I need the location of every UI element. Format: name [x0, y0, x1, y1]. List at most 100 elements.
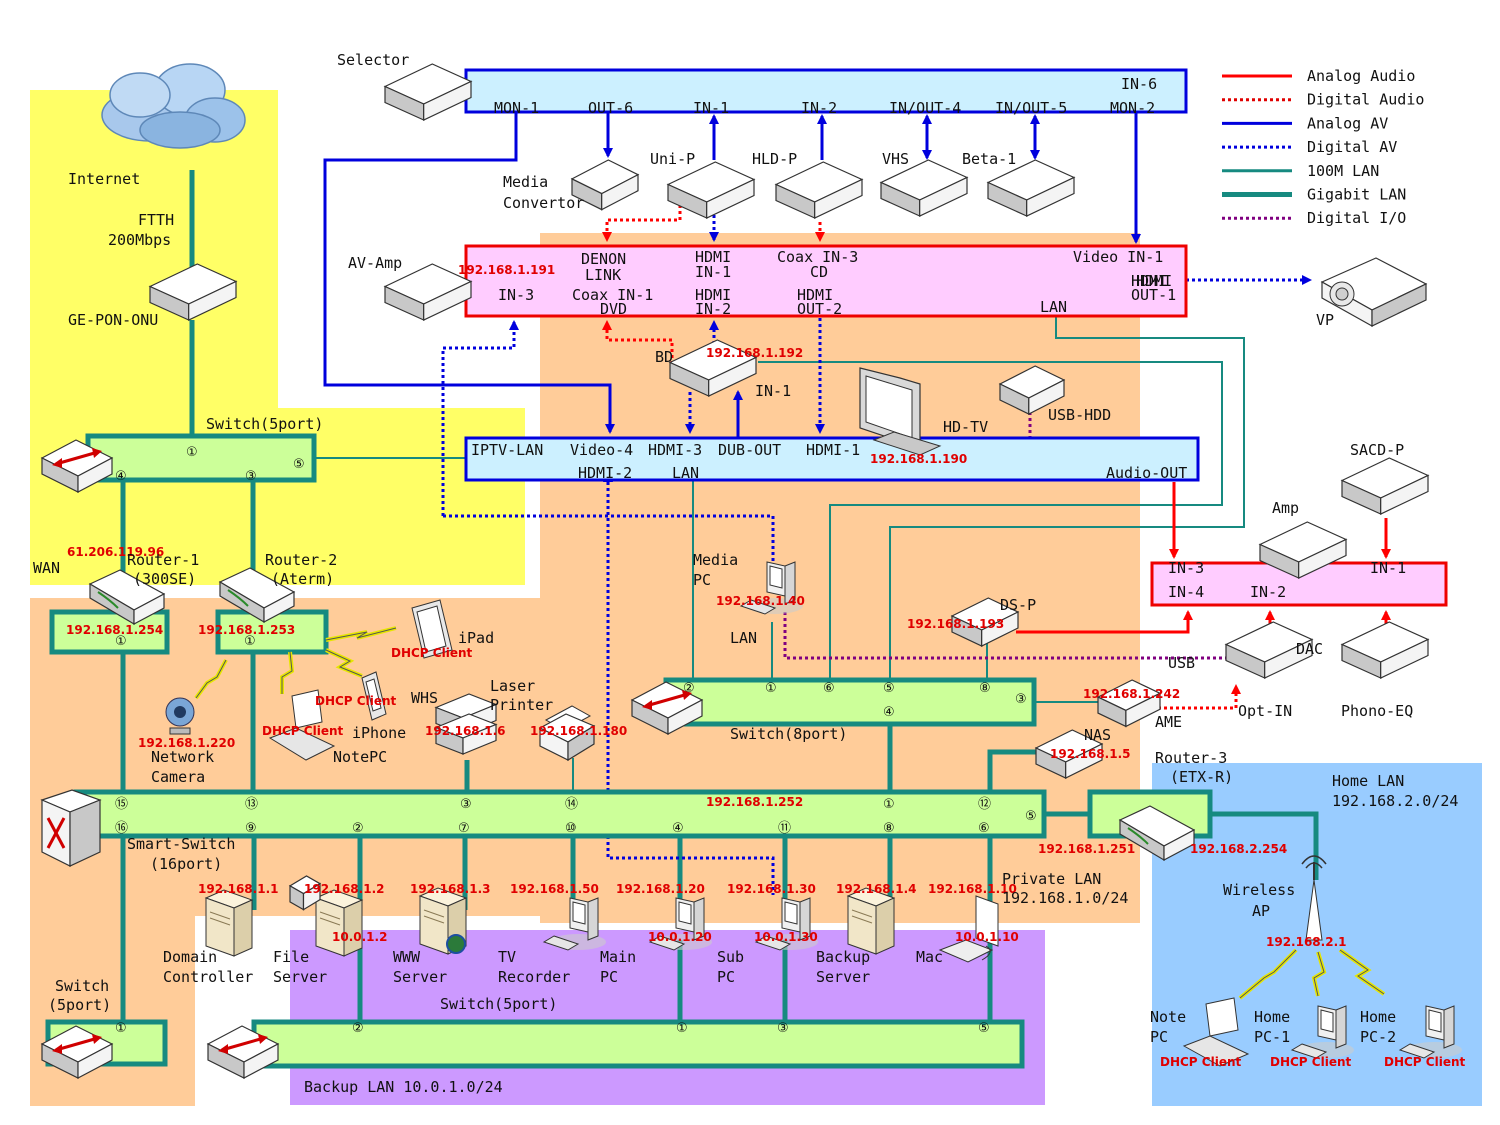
- home-dhcp-2: DHCP Client: [1270, 1055, 1351, 1069]
- backup-port2: ②: [352, 1021, 364, 1036]
- bd-coax-line: [602, 320, 674, 370]
- network-camera-icon: [165, 697, 195, 735]
- www-server-icon: [418, 887, 468, 955]
- sacd-label: SACD-P: [1350, 441, 1404, 459]
- router3-model: (ETX-R): [1170, 768, 1233, 786]
- home-pc1-icon: [1290, 1005, 1354, 1059]
- router2-model: (Aterm): [271, 570, 334, 588]
- media-convertor-label2: Convertor: [503, 194, 584, 212]
- printer-label: Laser: [490, 677, 535, 695]
- selector-port-label: MON-2: [1110, 99, 1155, 117]
- beta-label: Beta-1: [962, 150, 1016, 168]
- server-ip: 192.168.1.30: [727, 882, 816, 896]
- smartswitch-bar: [73, 789, 1047, 839]
- media-pc-label: Media: [693, 551, 738, 569]
- avamp-lan-line: [889, 316, 1245, 680]
- home-pc2-icon: [1398, 1005, 1462, 1059]
- media-convertor-device: [570, 159, 640, 211]
- router3-label: Router-3: [1155, 749, 1227, 767]
- avamp-port-label: IN-1: [695, 263, 731, 281]
- server-name2: Server: [393, 968, 447, 986]
- smartswitch-bottom-port: ⑥: [978, 821, 990, 836]
- legend-label: Gigabit LAN: [1307, 186, 1406, 204]
- server-name: WWW: [393, 948, 421, 966]
- server-name: Main: [600, 948, 636, 966]
- dac-label: DAC: [1296, 640, 1323, 658]
- backup-lan-label: Backup LAN 10.0.1.0/24: [304, 1078, 503, 1096]
- main-pc-icon: [648, 897, 712, 951]
- router3-ap-line: [1210, 811, 1319, 880]
- server-name: TV: [498, 948, 516, 966]
- vhs-device: [879, 159, 969, 217]
- switch5-bl-label2: (5port): [48, 996, 111, 1014]
- bd-lan-line: [758, 361, 1223, 680]
- server-name: File: [273, 948, 309, 966]
- ipad-label: iPad: [458, 629, 494, 647]
- avamp-device: [383, 263, 473, 321]
- backup-server-icon: [846, 887, 896, 955]
- avamp-port-label: Coax IN-1: [572, 286, 653, 304]
- server-ip: 192.168.1.20: [616, 882, 705, 896]
- avamp-port-label: HDMI: [695, 248, 731, 266]
- server-name: Backup: [816, 948, 870, 966]
- router1-device: [88, 569, 166, 626]
- server-name2: Controller: [163, 968, 253, 986]
- notepc-label: NotePC: [333, 748, 387, 766]
- smartswitch-label2: (16port): [150, 855, 222, 873]
- smartswitch-label: Smart-Switch: [127, 835, 235, 853]
- switch8-icon: [630, 681, 704, 735]
- laser-printer-icon: [538, 705, 596, 762]
- media-pc-lan: LAN: [730, 629, 757, 647]
- avamp-port-label: HDMI: [1131, 272, 1167, 290]
- selector-device: [383, 63, 473, 121]
- switch8-port: ①: [765, 681, 777, 696]
- iphone-icon: [361, 671, 387, 721]
- avamp-ip: 192.168.1.191: [458, 263, 555, 277]
- ipad-icon: [411, 599, 453, 659]
- dac-device: [1224, 621, 1314, 679]
- switch5-bl-icon: [40, 1025, 114, 1079]
- subpc-hdmi-line: [606, 482, 775, 895]
- legend-label: Digital Audio: [1307, 91, 1424, 109]
- smartswitch-bottom-port: ⑪: [778, 821, 791, 836]
- server-name2: Recorder: [498, 968, 570, 986]
- wifi-bolt-notepc-edge: [281, 651, 293, 694]
- hdtv-ip: 192.168.1.190: [870, 452, 967, 466]
- avamp-port-label: IN-2: [695, 300, 731, 318]
- ame-ip: 192.168.1.242: [1083, 687, 1180, 701]
- server-name2: PC: [600, 968, 618, 986]
- server-backup-ip: 10.0.1.20: [648, 930, 712, 944]
- backup-switch-icon: [206, 1025, 280, 1079]
- switch5-bl-label: Switch: [55, 977, 109, 995]
- backup-port1: ①: [676, 1021, 688, 1036]
- media-pc-ip: 192.168.1.40: [716, 594, 805, 608]
- backup-port3: ③: [777, 1021, 789, 1036]
- ftth-label: FTTH: [138, 211, 174, 229]
- hdtv-port-label: HDMI-1: [806, 441, 860, 459]
- domain-controller-icon: [204, 889, 254, 957]
- whs-label: WHS: [411, 689, 438, 707]
- wifi-bolt-home2-edge: [1313, 951, 1325, 997]
- backup-port5: ⑤: [978, 1021, 990, 1036]
- switch8-port: ⑧: [979, 681, 991, 696]
- home-dhcp-1: DHCP Client: [1160, 1055, 1241, 1069]
- dsp-audio-line: [1016, 610, 1193, 634]
- ame-device: [1096, 679, 1162, 728]
- legend-label: Analog AV: [1307, 114, 1388, 132]
- smartswitch-top-port: ⑮: [115, 797, 128, 812]
- router1-bar: [49, 609, 170, 655]
- servers: 192.168.1.1DomainController192.168.1.2Fi…: [163, 882, 1019, 986]
- server-ip: 192.168.1.50: [510, 882, 599, 896]
- home-client-3b: PC-2: [1360, 1028, 1396, 1046]
- legend-label: 100M LAN: [1307, 162, 1379, 180]
- ame-label: AME: [1155, 713, 1182, 731]
- hdtv-port-label: DUB-OUT: [718, 441, 781, 459]
- mediapc-hdmi-line2: [443, 514, 775, 575]
- wan-ip: 61.206.119.96: [67, 545, 164, 559]
- file-server-icon: [314, 889, 364, 957]
- usb-hdd-device: [998, 365, 1066, 415]
- switch5-top-port3: ③: [245, 469, 257, 484]
- whs-device-2: [434, 713, 498, 755]
